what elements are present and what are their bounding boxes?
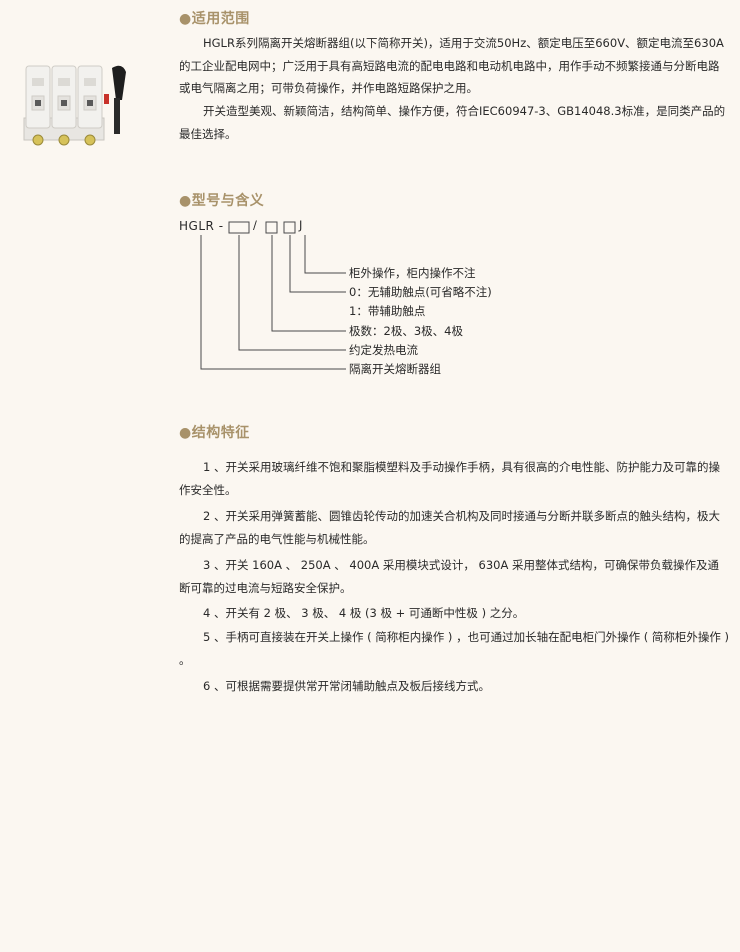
model-code-prefix: HGLR	[179, 219, 215, 233]
label-operation: 柜外操作，柜内操作不注	[349, 266, 476, 280]
feature-item-1: 1 、开关采用玻璃纤维不饱和聚脂模塑料及手动操作手柄，具有很高的介电性能、防护能…	[179, 460, 720, 497]
label-product: 隔离开关熔断器组	[349, 362, 441, 376]
application-paragraph-1: HGLR系列隔离开关熔断器组(以下简称开关)，适用于交流50Hz、额定电压至66…	[179, 36, 724, 95]
model-code-suffix: J	[299, 218, 303, 232]
model-code-slash: /	[253, 218, 257, 232]
feature-item-5: 5 、手柄可直接装在开关上操作 ( 简称柜内操作 ) ，也可通过加长轴在配电柜门…	[179, 630, 730, 667]
label-current: 约定发热电流	[349, 343, 418, 357]
box-poles	[265, 221, 278, 234]
box-current	[228, 221, 250, 234]
heading-application: ●适用范围	[179, 11, 250, 27]
feature-item-3: 3 、开关 160A 、 250A 、 400A 采用模块式设计， 630A 采…	[179, 558, 719, 595]
heading-features: ●结构特征	[179, 425, 250, 441]
product-image	[22, 60, 134, 156]
label-aux-none: 0：无辅助触点(可省略不注)	[349, 285, 492, 299]
box-aux	[283, 221, 296, 234]
application-paragraph-2: 开关造型美观、新颖简洁，结构简单、操作方便，符合IEC60947-3、GB140…	[179, 104, 726, 141]
model-code-dash: -	[218, 219, 224, 233]
label-aux-with: 1：带辅助触点	[349, 304, 426, 318]
model-code: HGLR -	[179, 219, 224, 233]
feature-item-6: 6 、可根据需要提供常开常闭辅助触点及板后接线方式。	[203, 679, 490, 693]
label-poles: 极数：2极、3极、4极	[349, 324, 463, 338]
feature-item-4: 4 、开关有 2 极、 3 极、 4 极 (3 极 + 可通断中性极 ) 之分。	[203, 606, 525, 620]
feature-item-2: 2 、开关采用弹簧蓄能、圆锥齿轮传动的加速关合机构及同时接通与分断并联多断点的触…	[179, 509, 720, 546]
heading-model: ●型号与含义	[179, 193, 265, 209]
